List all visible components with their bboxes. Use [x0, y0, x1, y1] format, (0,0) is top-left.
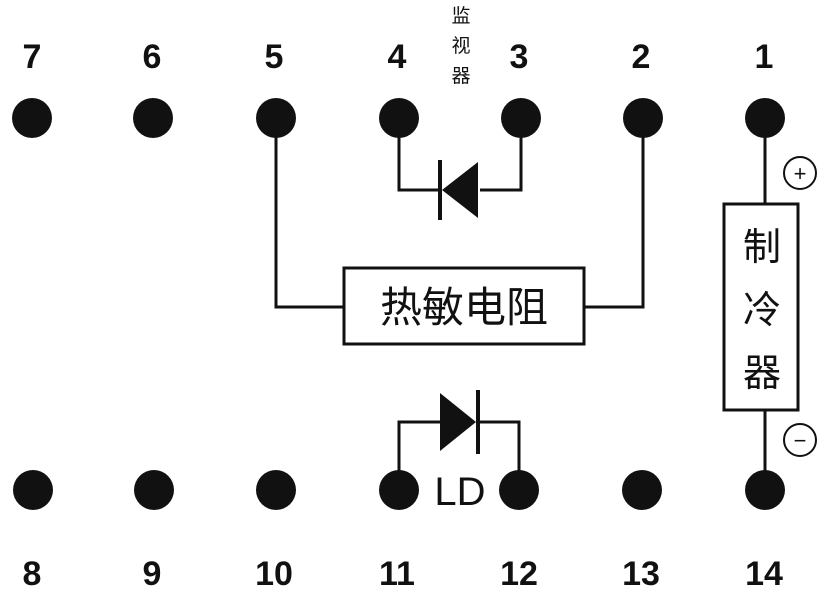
pin-pad-7 [12, 98, 52, 138]
cooler-char-1: 制 [743, 225, 781, 269]
pin-pad-11 [379, 470, 419, 510]
pin-pad-14 [745, 470, 785, 510]
cooler-plus-circle [783, 156, 817, 190]
pin-number-14: 14 [745, 555, 783, 593]
pin-pad-8 [13, 470, 53, 510]
tec-cooler: 制 冷 器 + − [722, 118, 817, 490]
monitor-wire-left [397, 118, 440, 192]
ld-wire-left [397, 420, 440, 490]
cooler-minus-circle [783, 423, 817, 457]
cooler-char-3: 器 [743, 351, 781, 395]
pin-pad-12 [499, 470, 539, 510]
cooler-box [722, 202, 800, 412]
pin-number-3: 3 [510, 38, 529, 76]
pin-pad-9 [134, 470, 174, 510]
cooler-plus-sign: + [794, 161, 807, 186]
monitor-wire-right [480, 118, 523, 192]
ld-wire-right [478, 420, 521, 490]
pin-number-9: 9 [143, 555, 162, 593]
pin-number-11: 11 [379, 555, 415, 593]
thermistor-wire-left [274, 118, 344, 309]
bottom-pin-numbers: 8 9 10 11 12 13 14 [23, 555, 783, 593]
thermistor: 热敏电阻 [274, 118, 645, 346]
pin-number-6: 6 [143, 38, 162, 76]
pin-number-10: 10 [255, 555, 293, 593]
top-pin-numbers: 7 6 5 4 3 2 1 [23, 38, 774, 76]
monitor-char-3: 器 [451, 65, 470, 87]
pin-number-12: 12 [500, 555, 538, 593]
ld-label: LD [434, 470, 485, 514]
pin-number-7: 7 [23, 38, 42, 76]
monitor-char-2: 视 [451, 35, 470, 57]
monitor-photodiode [397, 118, 523, 220]
pin-pad-10 [256, 470, 296, 510]
ld-diode-triangle [440, 393, 476, 451]
monitor-label: 监 视 器 [451, 5, 470, 87]
pin-number-5: 5 [265, 38, 284, 76]
pin-number-1: 1 [755, 38, 774, 76]
pin-number-8: 8 [23, 555, 42, 593]
monitor-char-1: 监 [451, 5, 470, 27]
pin-pad-13 [622, 470, 662, 510]
thermistor-label: 热敏电阻 [380, 283, 548, 332]
cooler-char-2: 冷 [743, 288, 781, 332]
pin-number-13: 13 [622, 555, 660, 593]
cooler-minus-sign: − [794, 428, 807, 453]
pin-number-2: 2 [632, 38, 651, 76]
thermistor-box [342, 266, 586, 346]
bottom-pads [13, 470, 785, 510]
monitor-diode-triangle [442, 162, 478, 218]
pin-number-4: 4 [388, 38, 407, 76]
laser-diode: LD [397, 390, 521, 514]
thermistor-wire-right [584, 118, 645, 309]
pin-pad-6 [133, 98, 173, 138]
